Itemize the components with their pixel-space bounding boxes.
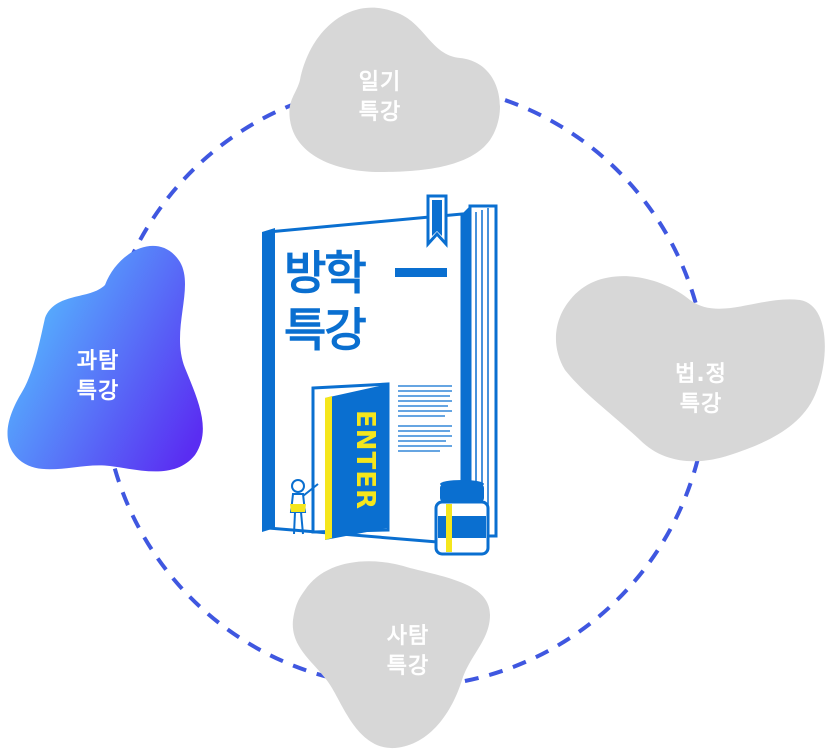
science-lecture-blob[interactable] <box>7 245 203 472</box>
law-lecture-label[interactable]: 법.정 특강 <box>670 360 732 420</box>
enter-label: ENTER <box>350 410 380 511</box>
diary-lecture-label-line2: 특강 <box>358 100 402 125</box>
diary-lecture-label-line1: 일기 <box>358 70 402 95</box>
science-lecture-label-line1: 과탐 <box>76 349 120 374</box>
society-lecture-label-line1: 사탐 <box>386 624 430 649</box>
diary-lecture-blob[interactable] <box>289 7 500 172</box>
diary-lecture-label[interactable]: 일기 특강 <box>355 68 405 128</box>
society-lecture-label[interactable]: 사탐 특강 <box>383 622 433 682</box>
law-lecture-label-line1: 법.정 <box>675 362 727 387</box>
science-lecture-label-line2: 특강 <box>76 379 120 404</box>
law-lecture-blob[interactable] <box>555 276 825 462</box>
law-lecture-label-line2: 특강 <box>679 392 723 417</box>
book-title-line2: 특강 <box>284 303 367 357</box>
society-lecture-blob[interactable] <box>292 561 490 749</box>
science-lecture-label[interactable]: 과탐 특강 <box>70 347 126 407</box>
book-illustration <box>262 194 498 556</box>
society-lecture-label-line2: 특강 <box>386 654 430 679</box>
book-title-line1: 방학 <box>284 246 367 300</box>
